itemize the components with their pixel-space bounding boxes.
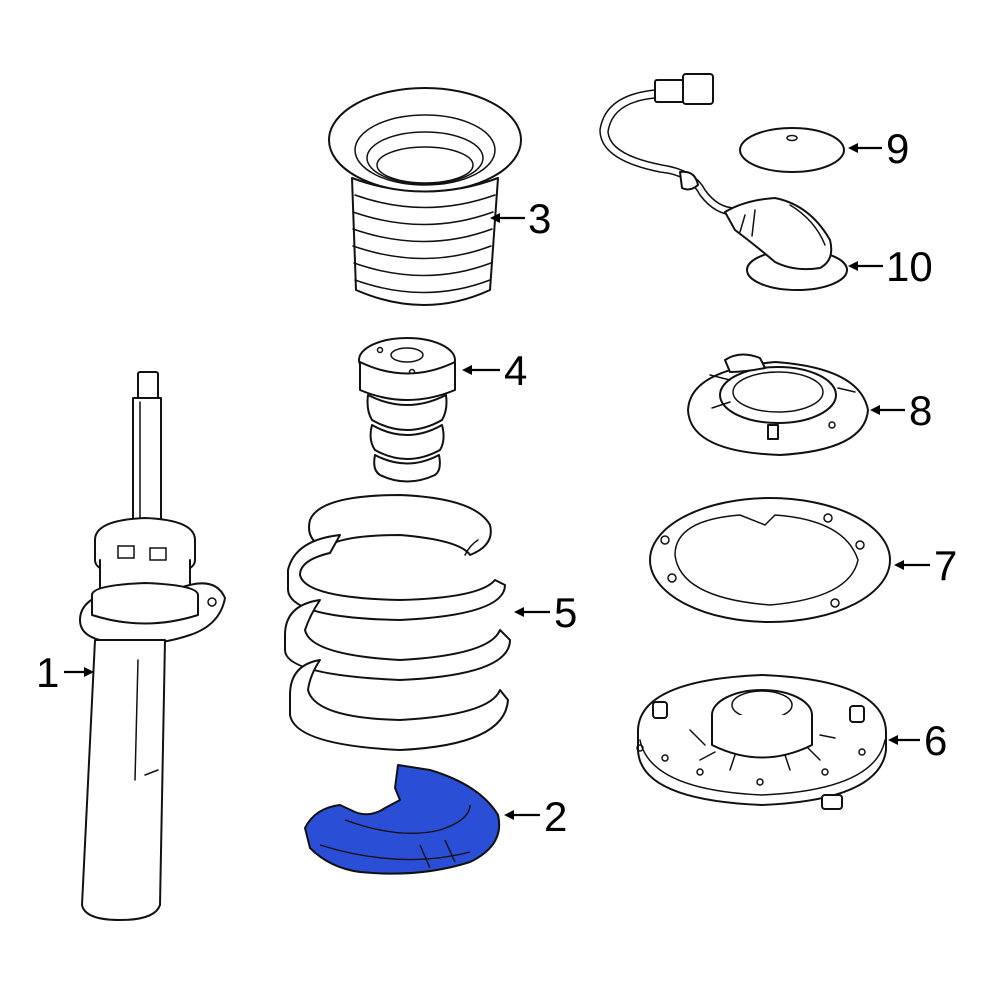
callout-2[interactable]: 2 xyxy=(544,793,567,840)
part-7-gasket[interactable] xyxy=(649,497,891,623)
part-8-upper-seat[interactable] xyxy=(687,353,869,456)
callout-labels: 1 2 3 4 5 6 7 8 9 10 xyxy=(36,125,957,840)
callout-3[interactable]: 3 xyxy=(528,195,551,242)
callout-7[interactable]: 7 xyxy=(934,542,957,589)
callout-1[interactable]: 1 xyxy=(36,649,59,696)
part-4-bump-stop[interactable] xyxy=(358,337,456,483)
part-6-strut-mount[interactable] xyxy=(636,674,887,810)
callout-10[interactable]: 10 xyxy=(886,243,933,290)
callout-6[interactable]: 6 xyxy=(924,717,947,764)
part-1-strut[interactable] xyxy=(79,371,226,921)
part-10-sensor[interactable] xyxy=(599,73,848,291)
part-9-cap[interactable] xyxy=(739,127,845,173)
callout-arrows xyxy=(64,143,930,820)
callout-9[interactable]: 9 xyxy=(886,125,909,172)
part-3-dust-boot[interactable] xyxy=(328,87,522,306)
callout-5[interactable]: 5 xyxy=(554,589,577,636)
callout-4[interactable]: 4 xyxy=(504,347,527,394)
part-2-spring-pad[interactable] xyxy=(304,764,501,875)
part-5-coil-spring[interactable] xyxy=(284,494,511,751)
callout-8[interactable]: 8 xyxy=(909,387,932,434)
